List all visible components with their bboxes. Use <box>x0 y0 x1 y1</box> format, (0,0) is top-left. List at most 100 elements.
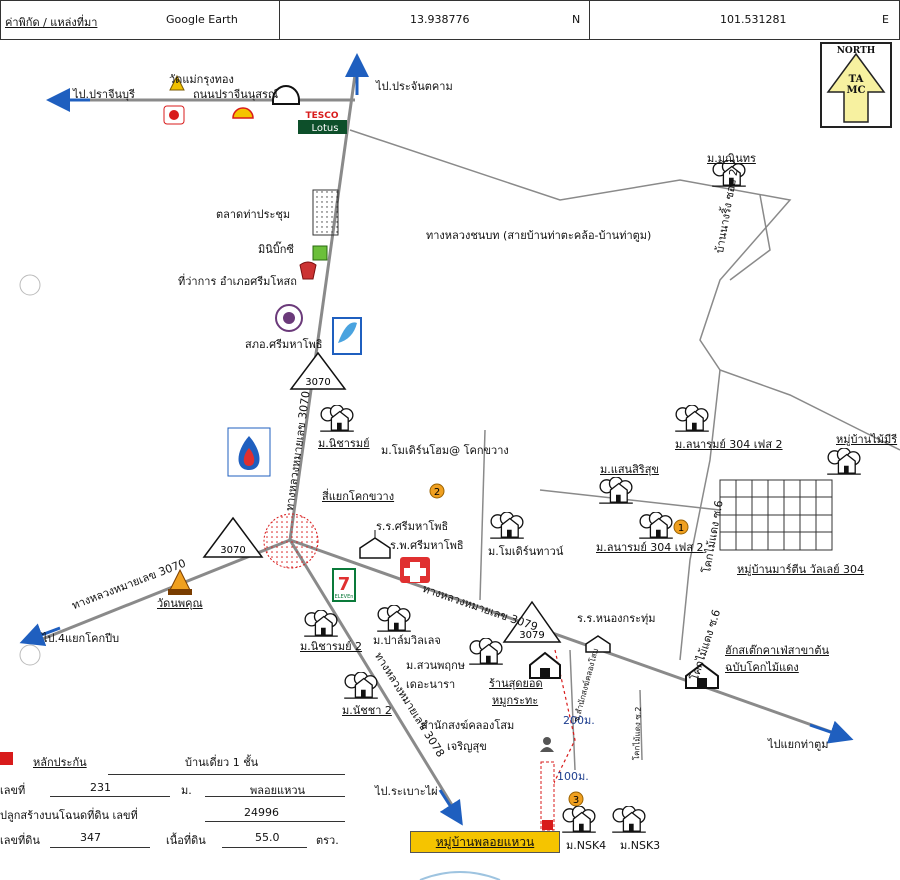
label-police: สภอ.ศรีมหาโพธิ <box>245 338 323 351</box>
intersection-circle <box>263 513 319 569</box>
legend-land-no-label: เลขที่ดิน <box>0 834 40 847</box>
buddha-icon <box>540 737 554 752</box>
village-name-box: หมู่บ้านพลอยแหวน <box>410 831 560 853</box>
marker-number: 2 <box>434 487 440 498</box>
legend-rule <box>205 821 345 822</box>
label-the-nara: เดอะนารา <box>406 678 456 691</box>
shield-3079: 3079 <box>502 600 562 643</box>
label-m-natcha2: ม.นัชชา 2 <box>342 704 392 717</box>
label-m-modern-town: ม.โมเดิร์นทาวน์ <box>488 545 564 558</box>
lat-dir: N <box>572 13 581 26</box>
road-3079 <box>289 538 841 737</box>
label-shop: ร้านสุดยอด <box>489 677 543 690</box>
label-m-nsk3: ม.NSK3 <box>620 839 661 852</box>
label-to-prachinburi: ไป.ปราจีนบุรี <box>73 88 135 101</box>
legend-area: 55.0 <box>255 831 280 844</box>
shield-3070-north: 3070 <box>289 351 347 390</box>
label-m-maimsee: หมู่บ้านไม้มีรี <box>836 433 898 446</box>
legend-deed-no: 24996 <box>244 806 279 819</box>
label-wat-phakhun: วัดนพคุณ <box>157 597 203 610</box>
binder-hole <box>19 644 41 666</box>
temple-icon <box>168 568 192 595</box>
label-khok-mai-daeng-2: โคกไม้แดง ซ.2 <box>631 706 643 761</box>
binder-hole <box>19 274 41 296</box>
marker-number: 1 <box>678 523 684 534</box>
label-cafe: ฮักสเต๊กคาเฟ่สาขาต้น <box>725 644 829 657</box>
housing-grid <box>719 479 833 551</box>
cafe-icon <box>685 662 719 689</box>
property-lot <box>540 761 555 831</box>
bank-logo <box>332 317 362 355</box>
label-cafe2: ฉบับโคกไม้แดง <box>725 661 799 674</box>
label-mu-kratha: หมูกระทะ <box>492 694 539 707</box>
direction-arrows <box>19 53 854 826</box>
school-nong-krathum-icon <box>585 635 611 653</box>
label-m-modern-home: ม.โมเดิร์นโฮม@ โคกขวาง <box>381 444 509 457</box>
legend-rule <box>222 847 307 848</box>
label-m-palm: ม.ปาล์มวิลเลจ <box>373 634 441 647</box>
stamp-edge <box>419 871 501 880</box>
shell-logo-left <box>163 105 185 125</box>
source-label: Google Earth <box>166 13 238 26</box>
label-district-office: ที่ว่าการ อำเภอศรีมโหสถ <box>178 275 297 288</box>
hospital-icon <box>400 557 430 583</box>
label-hospital: ร.พ.ศรีมหาโพธิ <box>390 539 464 552</box>
label-school-nong-krathum: ร.ร.หนองกระทุ่ม <box>577 612 656 625</box>
label-to-yaek-tha-tum: ไปแยกท่าตูม <box>768 738 829 751</box>
label-m-lanarom-304-2: ม.ลนารมย์ 304 เฟส 2 <box>596 541 704 554</box>
legend-area-label: เนื้อที่ดิน <box>166 834 206 847</box>
legend-moo-label: ม. <box>181 784 192 797</box>
school-icon <box>359 530 391 559</box>
legend-collateral: หลักประกัน <box>33 756 87 769</box>
tesco-lotus-logo: TESCO Lotus <box>298 111 347 134</box>
legend-house-type: บ้านเดี่ยว 1 ชั้น <box>185 756 259 769</box>
legend-panel: หลักประกัน บ้านเดี่ยว 1 ชั้น เลขที่ 231 … <box>0 752 345 852</box>
shield-number: 3070 <box>220 545 245 556</box>
label-wat-mae: วัดแม่กรุงทอง <box>169 73 234 86</box>
header-coord-cell: ค่าพิกัด / แหล่งที่มา Google Earth <box>0 0 280 40</box>
collateral-swatch <box>0 752 13 765</box>
lon-dir: E <box>882 13 889 26</box>
label-monastery: สำนักสงฆ์คลองโสม <box>421 719 515 732</box>
tamc-label: TAMC <box>846 74 866 96</box>
property-marker <box>542 820 553 830</box>
wat-logo <box>169 74 185 91</box>
minor-roads <box>349 129 900 771</box>
marker-number: 3 <box>573 795 579 806</box>
shield-3070-west: 3070 <box>202 516 264 558</box>
legend-rule <box>50 847 150 848</box>
shop-icon <box>529 651 561 679</box>
seven-sub-text: ELEVEn <box>335 594 354 600</box>
minibigc-logo <box>312 245 328 261</box>
label-m-nsk4: ม.NSK4 <box>566 839 607 852</box>
label-m-saensirisuk: ม.แสนสิริสุข <box>600 463 659 476</box>
market-area <box>312 189 339 236</box>
tesco-text: TESCO <box>305 111 338 121</box>
shield-number: 3079 <box>519 630 544 641</box>
legend-rule <box>50 796 170 797</box>
label-school-srimaha: ร.ร.ศรีมหาโพธิ <box>376 520 449 533</box>
legend-rule <box>205 796 345 797</box>
legend-land-no: 347 <box>80 831 101 844</box>
north-arrow: NORTH TAMC <box>820 42 892 128</box>
north-label: NORTH <box>836 46 876 56</box>
garuda-emblem <box>299 261 317 280</box>
label-rural-road: ทางหลวงชนบท (สายบ้านท่าตะคล้อ-บ้านท่าตูม… <box>426 229 652 242</box>
label-charoensuk: เจริญสุข <box>447 740 487 753</box>
ptt-logo <box>227 427 271 477</box>
legend-deed-label: ปลูกสร้างบนโฉนดที่ดิน เลขที่ <box>0 809 138 822</box>
label-to-4-khok-pip: ไป.4แยกโคกปีบ <box>42 632 120 645</box>
label-market: ตลาดท่าประชุม <box>216 208 291 221</box>
legend-house-no-label: เลขที่ <box>0 784 26 797</box>
label-m-suan: ม.สวนพฤกษ <box>406 659 465 672</box>
label-to-prachantakham: ไป.ประจันตคาม <box>376 80 453 93</box>
legend-house-no: 231 <box>90 781 111 794</box>
label-m-lanarom-304: ม.ลนารมย์ 304 เฟส 2 <box>675 438 783 451</box>
label-dist-100: 100ม. <box>557 770 589 783</box>
label-m-martin: หมู่บ้านมาร์ตีน วัลเลย์ 304 <box>737 563 865 576</box>
label-intersection: สี่แยกโคกขวาง <box>322 490 395 503</box>
label-m-nicharom: ม.นิชารมย์ <box>318 437 370 450</box>
marker-1: 1 <box>673 519 689 535</box>
shield-number: 3070 <box>305 377 330 388</box>
